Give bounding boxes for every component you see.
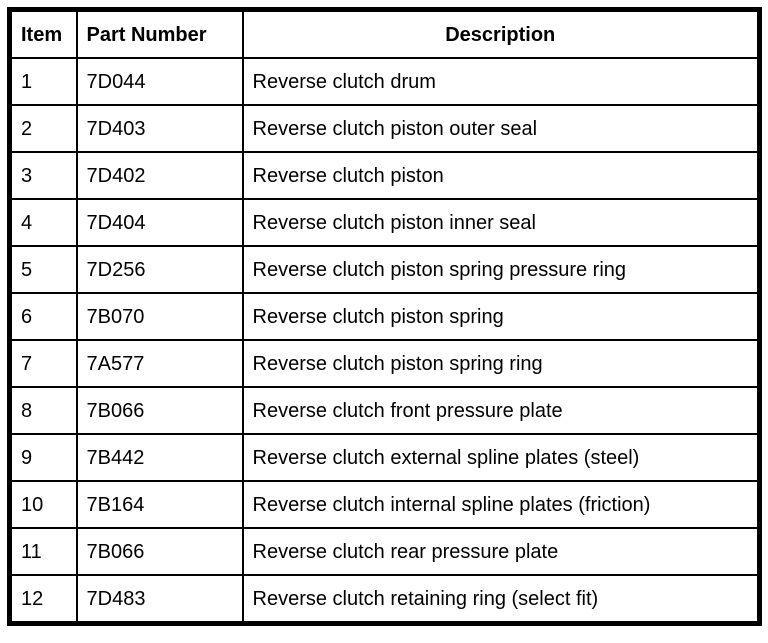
item-cell: 9 (8, 433, 78, 482)
part-number-cell: 7B070 (75, 292, 244, 341)
part-number-cell: 7A577 (75, 339, 244, 388)
header-row: Item Part Number Description (8, 8, 761, 59)
header-cell-part-number: Part Number (75, 8, 244, 59)
part-number-cell: 7B442 (75, 433, 244, 482)
description-cell: Reverse clutch piston (241, 151, 761, 200)
description-cell: Reverse clutch piston outer seal (241, 104, 761, 153)
part-number-cell: 7B066 (75, 527, 244, 576)
part-number-cell: 7B164 (75, 480, 244, 529)
description-cell: Reverse clutch piston spring pressure ri… (241, 245, 761, 294)
header-cell-description: Description (241, 8, 761, 59)
item-cell: 11 (8, 527, 78, 576)
item-cell: 10 (8, 480, 78, 529)
description-cell: Reverse clutch drum (241, 57, 761, 106)
description-cell: Reverse clutch piston spring (241, 292, 761, 341)
part-number-cell: 7B066 (75, 386, 244, 435)
item-cell: 3 (8, 151, 78, 200)
description-cell: Reverse clutch retaining ring (select fi… (241, 574, 761, 625)
part-number-cell: 7D044 (75, 57, 244, 106)
description-cell: Reverse clutch piston spring ring (241, 339, 761, 388)
part-number-cell: 7D403 (75, 104, 244, 153)
item-cell: 1 (8, 57, 78, 106)
description-cell: Reverse clutch internal spline plates (f… (241, 480, 761, 529)
description-cell: Reverse clutch piston inner seal (241, 198, 761, 247)
description-cell: Reverse clutch external spline plates (s… (241, 433, 761, 482)
description-cell: Reverse clutch rear pressure plate (241, 527, 761, 576)
part-number-cell: 7D404 (75, 198, 244, 247)
part-number-cell: 7D483 (75, 574, 244, 625)
header-cell-item: Item (8, 8, 78, 59)
item-cell: 6 (8, 292, 78, 341)
item-cell: 7 (8, 339, 78, 388)
description-cell: Reverse clutch front pressure plate (241, 386, 761, 435)
item-cell: 4 (8, 198, 78, 247)
item-cell: 12 (8, 574, 78, 625)
item-cell: 5 (8, 245, 78, 294)
part-number-cell: 7D256 (75, 245, 244, 294)
item-cell: 8 (8, 386, 78, 435)
part-number-cell: 7D402 (75, 151, 244, 200)
item-cell: 2 (8, 104, 78, 153)
